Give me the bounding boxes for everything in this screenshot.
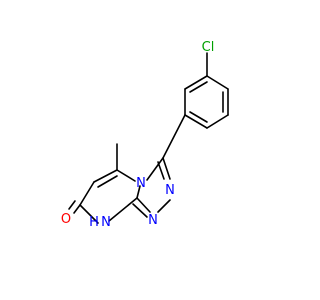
bond-aryl-c3 (162, 114, 186, 159)
atom-o: O (61, 212, 71, 227)
atom-cl: Cl (202, 40, 215, 55)
bond-c6-c7 (79, 181, 95, 206)
atom-h-on-n: H (89, 215, 99, 230)
bond-ring-6-inner (189, 81, 208, 93)
bond-c7-o-inner (68, 200, 76, 210)
bond-ring-4-inner (189, 111, 208, 123)
atom-n-triazole-b: N (148, 213, 158, 228)
structure-svg: Cl N N N N H O (61, 40, 229, 230)
bond-c8a-n4 (136, 185, 141, 199)
bond-c5-c6-inner (97, 175, 118, 188)
bond-n1-c8a-inner (132, 203, 148, 218)
bond-n8-c8a (108, 197, 138, 222)
bond-n4-c3 (146, 157, 164, 181)
bond-c7-n8 (79, 204, 99, 224)
atom-n-triazole-a: N (165, 183, 175, 198)
atom-n-h: N (101, 215, 111, 230)
bond-n2-n1 (157, 199, 171, 213)
bond-ring-6 (184, 75, 208, 90)
bond-ring-4 (184, 114, 208, 129)
molecule-drawing: Cl N N N N H O (61, 40, 229, 230)
bond-ring-3 (206, 114, 229, 129)
bond-n4-c5 (116, 169, 136, 182)
bond-c5-c6 (93, 169, 118, 183)
bond-c7-o (73, 204, 81, 214)
atom-n-bridge: N (136, 176, 146, 191)
bond-ring-1 (206, 75, 229, 90)
bond-c3-n2 (162, 157, 171, 180)
bond-n1-c8a (136, 197, 151, 213)
